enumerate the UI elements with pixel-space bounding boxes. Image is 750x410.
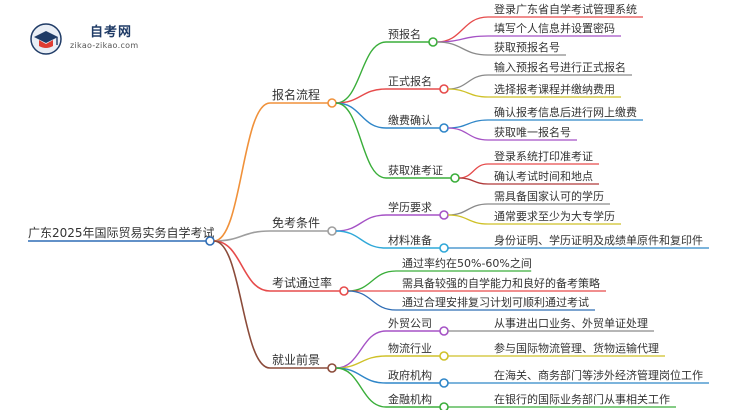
leaf-topic[interactable]: 获取唯一报名号 <box>494 125 571 139</box>
branch-topic[interactable]: 报名流程 <box>272 87 320 102</box>
subtopic-toggle[interactable] <box>439 123 449 133</box>
logo-url: zikao-zikao.com <box>70 41 139 50</box>
subtopic-connector <box>335 88 387 104</box>
branch-connector <box>213 240 271 369</box>
subtopic[interactable]: 金融机构 <box>388 392 432 406</box>
leaf-topic[interactable]: 需具备国家认可的学历 <box>494 189 604 203</box>
graduation-cap-icon <box>30 23 62 55</box>
subtopic[interactable]: 正式报名 <box>388 74 432 88</box>
subtopic-toggle[interactable] <box>439 326 449 336</box>
leaf-connector <box>447 203 489 216</box>
leaf-topic[interactable]: 填写个人信息并设置密码 <box>494 21 615 35</box>
subtopic-connector <box>335 214 387 232</box>
leaf-connector <box>458 163 489 179</box>
subtopic[interactable]: 物流行业 <box>388 341 432 355</box>
leaf-connector <box>436 35 489 43</box>
leaf-topic[interactable]: 在银行的国际业务部门从事相关工作 <box>494 392 670 406</box>
subtopic[interactable]: 获取准考证 <box>388 164 443 177</box>
leaf-topic[interactable]: 通常要求至少为大专学历 <box>494 209 615 223</box>
leaf-topic[interactable]: 参与国际物流管理、货物运输代理 <box>494 341 659 355</box>
logo-title: 自考网 <box>90 25 133 40</box>
subtopic[interactable]: 缴费确认 <box>388 113 432 127</box>
subtopic[interactable]: 外贸公司 <box>388 317 432 330</box>
leaf-topic[interactable]: 登录系统打印准考证 <box>494 149 593 163</box>
subtopic-toggle[interactable] <box>439 84 449 94</box>
subtopic[interactable]: 预报名 <box>388 27 421 41</box>
subtopic-connector <box>335 102 387 179</box>
root-topic[interactable]: 广东2025年国际贸易实务自学考试 <box>28 225 215 240</box>
subtopic-connector <box>335 367 387 408</box>
leaf-topic[interactable]: 通过合理安排复习计划可顺利通过考试 <box>402 295 589 309</box>
leaf-connector <box>347 290 397 311</box>
leaf-topic[interactable]: 需具备较强的自学能力和良好的备考策略 <box>402 276 600 290</box>
root-toggle[interactable] <box>205 236 215 246</box>
leaf-connector <box>447 119 489 129</box>
leaf-connector <box>447 214 489 225</box>
branch-connector <box>213 102 271 242</box>
leaf-topic[interactable]: 身份证明、学历证明及成绩单原件和复印件 <box>494 233 703 247</box>
leaf-connector <box>347 270 397 292</box>
subtopic-connector <box>335 230 387 249</box>
subtopic-connector <box>335 367 387 384</box>
leaf-connector <box>447 127 489 141</box>
branch-toggle[interactable] <box>327 226 337 236</box>
leaf-connector <box>436 16 489 43</box>
leaf-topic[interactable]: 从事进出口业务、外贸单证处理 <box>494 316 648 330</box>
leaf-topic[interactable]: 选择报考课程并缴纳费用 <box>494 82 615 96</box>
branch-topic[interactable]: 考试通过率 <box>272 275 332 290</box>
subtopic[interactable]: 政府机构 <box>388 368 432 382</box>
branch-connector <box>213 240 271 292</box>
leaf-topic[interactable]: 获取预报名号 <box>494 40 560 54</box>
branch-topic[interactable]: 免考条件 <box>272 215 320 230</box>
branch-toggle[interactable] <box>339 286 349 296</box>
leaf-connector <box>458 177 489 185</box>
branch-toggle[interactable] <box>327 98 337 108</box>
leaf-topic[interactable]: 输入预报名号进行正式报名 <box>494 60 626 74</box>
subtopic-toggle[interactable] <box>439 351 449 361</box>
leaf-topic[interactable]: 确认考试时间和地点 <box>494 170 593 183</box>
site-logo[interactable]: 自考网 zikao-zikao.com <box>28 19 168 59</box>
branch-connector <box>213 230 271 242</box>
subtopic-connector <box>335 41 387 104</box>
leaf-connector <box>447 88 489 98</box>
subtopic[interactable]: 学历要求 <box>388 200 432 214</box>
subtopic[interactable]: 材料准备 <box>388 233 432 247</box>
branch-topic[interactable]: 就业前景 <box>272 352 320 367</box>
leaf-topic[interactable]: 确认报考信息后进行网上缴费 <box>494 105 637 119</box>
leaf-topic[interactable]: 登录广东省自学考试管理系统 <box>494 2 637 16</box>
subtopic-toggle[interactable] <box>450 173 460 183</box>
subtopic-toggle[interactable] <box>439 378 449 388</box>
leaf-connector <box>436 41 489 56</box>
subtopic-connector <box>335 102 387 129</box>
leaf-connector <box>447 74 489 90</box>
subtopic-toggle[interactable] <box>428 37 438 47</box>
subtopic-toggle[interactable] <box>439 243 449 253</box>
leaf-topic[interactable]: 通过率约在50%-60%之间 <box>402 256 532 270</box>
subtopic-toggle[interactable] <box>439 402 449 410</box>
branch-toggle[interactable] <box>327 363 337 373</box>
leaf-topic[interactable]: 在海关、商务部门等涉外经济管理岗位工作 <box>494 368 703 382</box>
subtopic-toggle[interactable] <box>439 210 449 220</box>
